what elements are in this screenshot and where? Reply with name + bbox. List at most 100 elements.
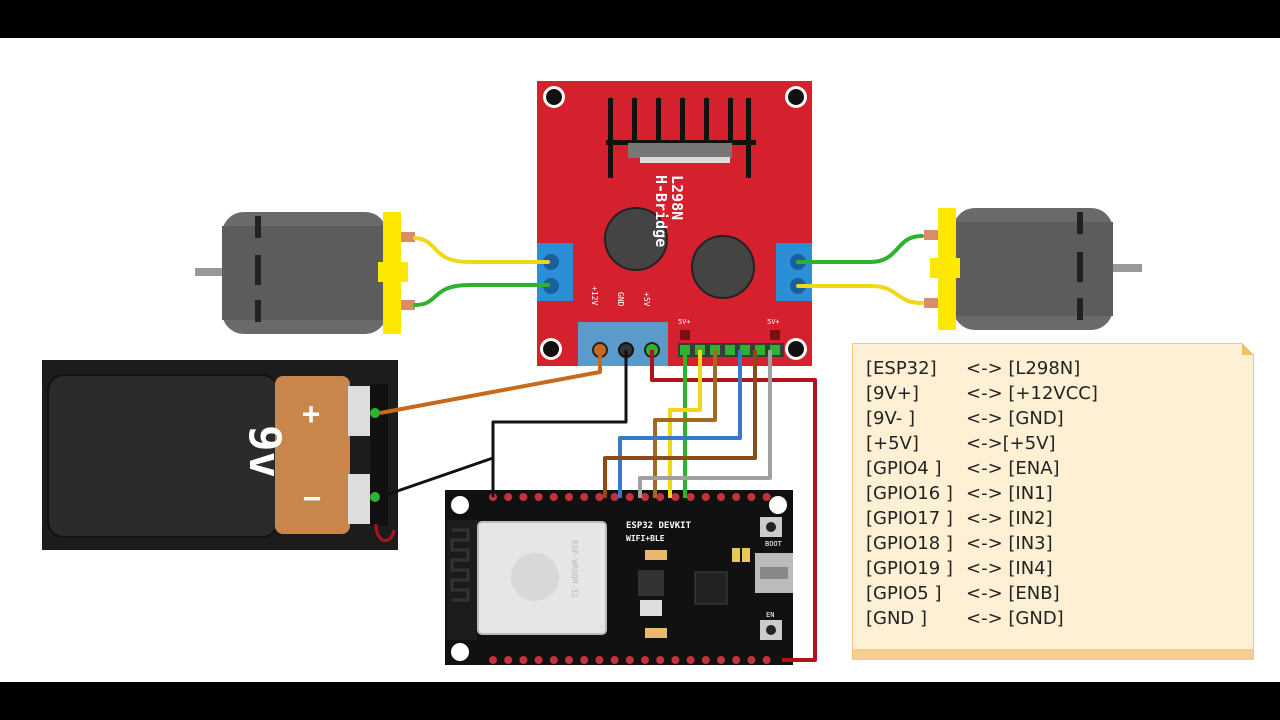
wiring-table-note: [ESP32]<-> [L298N][9V+]<-> [+12VCC][9V- … bbox=[852, 343, 1254, 660]
right-motor bbox=[924, 208, 1142, 330]
module-subtitle: H-Bridge bbox=[652, 175, 670, 247]
wiring-row-target: <-> [IN2] bbox=[966, 508, 1053, 529]
wiring-row: [GPIO19 ] <-> [IN4] bbox=[866, 556, 1253, 581]
header-pin bbox=[580, 656, 589, 664]
wiring-row-target: <-> [IN1] bbox=[966, 483, 1053, 504]
wiring-row-source: [GPIO5 ] bbox=[866, 583, 942, 604]
header-pin bbox=[610, 493, 619, 501]
header-pin bbox=[686, 656, 695, 664]
wiring-row: [GPIO18 ] <-> [IN3] bbox=[866, 531, 1253, 556]
header-pin bbox=[732, 493, 741, 501]
wiring-row: [GPIO4 ] <-> [ENA] bbox=[866, 456, 1253, 481]
heatsink bbox=[606, 98, 756, 178]
header-pin bbox=[519, 656, 528, 664]
signal-wires bbox=[379, 350, 817, 662]
capacitor-1 bbox=[604, 207, 668, 271]
wiring-row-target: <-> [IN4] bbox=[966, 558, 1053, 579]
usb-chip bbox=[694, 571, 728, 605]
power-label-12v: +12V bbox=[590, 286, 599, 305]
wiring-row-target: <->[+5V] bbox=[966, 433, 1056, 454]
header-pin bbox=[549, 656, 558, 664]
wiring-row-target: <-> [GND] bbox=[966, 608, 1064, 629]
wiring-row: [+5V] <->[+5V] bbox=[866, 431, 1253, 456]
wiring-row-source: [9V+] bbox=[866, 383, 919, 404]
battery-minus: − bbox=[303, 481, 321, 516]
left-motor bbox=[195, 212, 415, 334]
wiring-row-target: <-> [+12VCC] bbox=[966, 383, 1098, 404]
header-pin bbox=[580, 493, 589, 501]
wiring-row: [9V+] <-> [+12VCC] bbox=[866, 381, 1253, 406]
header-pin bbox=[489, 656, 497, 664]
bottom-letterbox bbox=[0, 682, 1280, 720]
header-pin bbox=[595, 656, 604, 664]
wiring-row: [GND ] <-> [GND] bbox=[866, 606, 1253, 631]
header-pin bbox=[656, 656, 665, 664]
wiring-row: [GPIO16 ] <-> [IN1] bbox=[866, 481, 1253, 506]
jumper-label-right: 5V+ bbox=[767, 318, 780, 326]
header-pin bbox=[641, 493, 649, 501]
wiring-row-source: [GPIO16 ] bbox=[866, 483, 953, 504]
header-pin bbox=[549, 493, 558, 501]
header-pin bbox=[641, 656, 649, 664]
header-pin bbox=[519, 493, 528, 501]
header-pin bbox=[565, 493, 573, 501]
capacitor-2 bbox=[691, 235, 755, 299]
header-pin bbox=[504, 656, 513, 664]
battery-cap bbox=[275, 376, 350, 534]
header-pin bbox=[625, 656, 634, 664]
header-pin bbox=[717, 493, 725, 501]
wiring-row-source: [GPIO19 ] bbox=[866, 558, 953, 579]
wiring-row-source: [ESP32] bbox=[866, 358, 937, 379]
battery-plus: + bbox=[302, 397, 320, 432]
header-pin bbox=[701, 656, 710, 664]
header-pin bbox=[656, 493, 665, 501]
wiring-row: [GPIO17 ] <-> [IN2] bbox=[866, 506, 1253, 531]
header-pin bbox=[671, 493, 680, 501]
wiring-row-source: [+5V] bbox=[866, 433, 919, 454]
wiring-row-target: <-> [ENB] bbox=[966, 583, 1060, 604]
header-pin bbox=[762, 493, 771, 501]
header-pin bbox=[565, 656, 573, 664]
wiring-row-source: [GPIO4 ] bbox=[866, 458, 942, 479]
header-pin bbox=[701, 493, 710, 501]
note-fold bbox=[1242, 343, 1254, 355]
header-pin bbox=[717, 656, 725, 664]
motor-wires bbox=[413, 234, 924, 307]
header-pin bbox=[747, 493, 756, 501]
header-pin bbox=[610, 656, 619, 664]
esp32-subtitle: WIFI+BLE bbox=[626, 534, 665, 543]
wiring-row-source: [9V- ] bbox=[866, 408, 915, 429]
l298n-module: L298N H-Bridge +12V GND +5V 5V+ 5V+ bbox=[537, 81, 812, 366]
chip-label: ESP-WROOM-32 bbox=[570, 540, 579, 598]
header-pin bbox=[671, 656, 680, 664]
boot-label: BOOT bbox=[765, 540, 783, 548]
header-pin bbox=[732, 656, 741, 664]
header-pin bbox=[762, 656, 771, 664]
battery-9v: + − 9v bbox=[42, 360, 398, 550]
jumper-label-left: 5V+ bbox=[678, 318, 691, 326]
wiring-row-target: <-> [ENA] bbox=[966, 458, 1060, 479]
power-label-5v: +5V bbox=[642, 292, 651, 307]
wiring-row-target: <-> [IN3] bbox=[966, 533, 1053, 554]
wiring-row: [ESP32] <-> [L298N] bbox=[866, 356, 1253, 381]
wiring-table: [ESP32]<-> [L298N][9V+]<-> [+12VCC][9V- … bbox=[853, 344, 1253, 631]
header-pin bbox=[625, 493, 634, 501]
wiring-row-target: <-> [L298N] bbox=[966, 358, 1081, 379]
wiring-row: [GPIO5 ] <-> [ENB] bbox=[866, 581, 1253, 606]
wiring-row: [9V- ] <-> [GND] bbox=[866, 406, 1253, 431]
en-label: EN bbox=[766, 611, 774, 619]
header-pin bbox=[534, 493, 543, 501]
battery-label: 9v bbox=[239, 425, 290, 478]
power-label-gnd: GND bbox=[616, 292, 625, 307]
wiring-row-source: [GPIO17 ] bbox=[866, 508, 953, 529]
wiring-row-target: <-> [GND] bbox=[966, 408, 1064, 429]
wiring-row-source: [GND ] bbox=[866, 608, 928, 629]
esp32-title: ESP32 DEVKIT bbox=[626, 521, 692, 531]
wiring-row-source: [GPIO18 ] bbox=[866, 533, 953, 554]
header-pin bbox=[686, 493, 695, 501]
esp32-devkit: ESP-WROOM-32 ESP32 DEVKIT WIFI+BLE BOOT … bbox=[445, 490, 793, 665]
module-name: L298N bbox=[668, 175, 686, 220]
header-pin bbox=[595, 493, 604, 501]
top-letterbox bbox=[0, 0, 1280, 38]
